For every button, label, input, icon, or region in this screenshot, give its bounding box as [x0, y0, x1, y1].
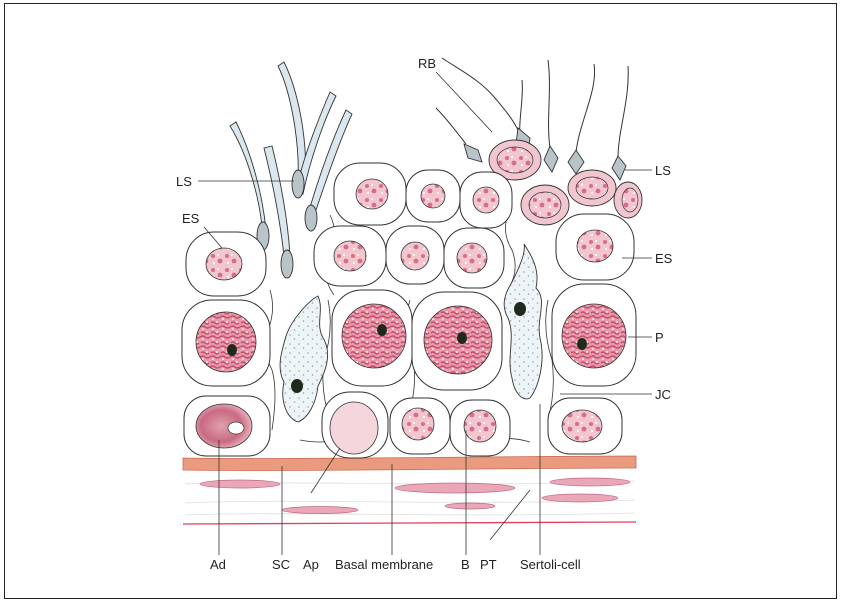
label-ls-left: LS [176, 174, 192, 189]
residual-bodies [489, 140, 642, 225]
label-b: B [461, 557, 470, 572]
ad-nucleus-vacuole [228, 422, 244, 434]
label-p: P [655, 330, 664, 345]
sertoli-cell-left [280, 296, 328, 422]
label-es-right: ES [655, 251, 673, 266]
label-jc: JC [655, 387, 671, 402]
tubule-outer-line [183, 522, 636, 524]
sertoli-cell-right [504, 244, 542, 399]
label-basal-membrane: Basal membrane [335, 557, 433, 572]
sertoli-nucleus-left [291, 379, 303, 393]
label-rb: RB [418, 56, 436, 71]
basal-membrane-band [183, 456, 636, 471]
peritubular-tissue [183, 470, 636, 522]
sertoli-nucleus-right [514, 302, 526, 316]
label-ap: Ap [303, 557, 319, 572]
label-sc: SC [272, 557, 290, 572]
ap-spermatogonium-nucleus [330, 402, 378, 454]
label-pt: PT [480, 557, 497, 572]
label-sertoli-cell: Sertoli-cell [520, 557, 581, 572]
label-es-left: ES [182, 211, 200, 226]
label-ls-right: LS [655, 163, 671, 178]
label-ad: Ad [210, 557, 226, 572]
